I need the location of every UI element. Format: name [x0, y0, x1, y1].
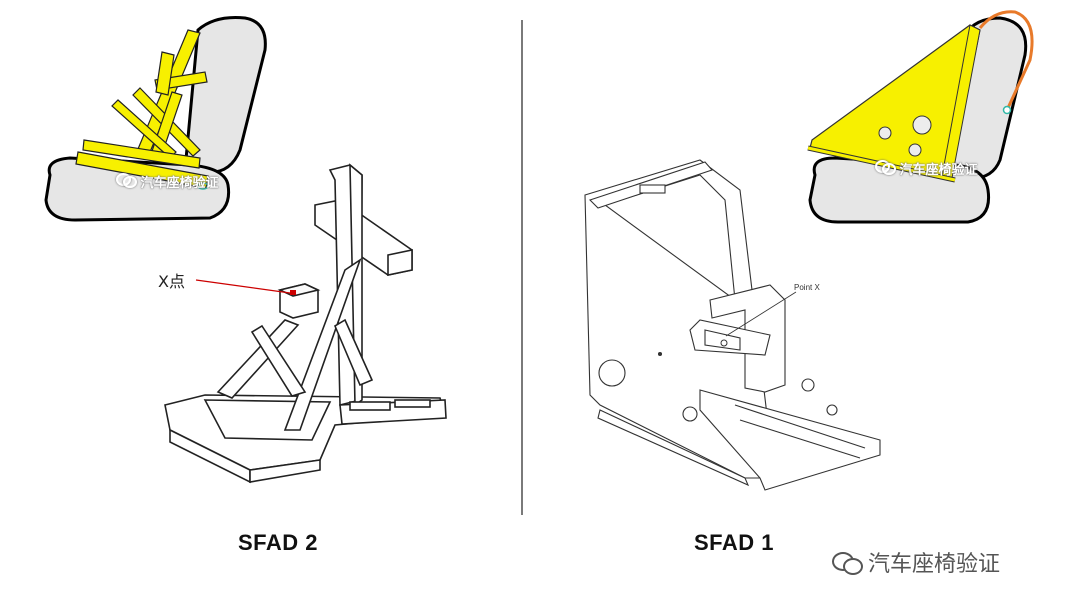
- watermark-text: 汽车座椅验证: [868, 552, 1001, 577]
- caption-sfad2: SFAD 2: [238, 530, 319, 555]
- hole: [801, 378, 815, 392]
- watermark-left: 汽车座椅验证: [116, 171, 219, 191]
- sfad1-fixture: [584, 159, 881, 491]
- caption-sfad1: SFAD 1: [694, 530, 775, 555]
- wechat-icon: [875, 158, 896, 175]
- watermark-right: 汽车座椅验证: [875, 158, 978, 178]
- cyan-marker: [1002, 105, 1012, 115]
- x-point-leader: [195, 279, 291, 294]
- seat-with-triangle-sfad1: [807, 10, 1034, 224]
- watermark-text: 汽车座椅验证: [140, 176, 219, 191]
- cyan-marker: [197, 182, 209, 190]
- triangle-hole: [912, 115, 932, 135]
- x-point-label: X点: [158, 272, 185, 291]
- frame-lattice: [75, 29, 209, 189]
- watermark-text: 汽车座椅验证: [899, 163, 978, 178]
- x-point-marker: [290, 290, 296, 295]
- triangle-hole: [878, 126, 892, 140]
- headrest-contour: [978, 10, 1034, 109]
- triangle-hole: [908, 143, 922, 157]
- hole: [598, 359, 626, 387]
- wechat-icon: [116, 171, 137, 188]
- wechat-icon: [832, 550, 863, 575]
- point-x-label: Point X: [794, 283, 820, 292]
- sfad2-fixture: [164, 163, 447, 484]
- watermark-bottom: 汽车座椅验证: [832, 546, 1000, 578]
- hole: [682, 406, 698, 422]
- hole: [826, 404, 838, 416]
- point-x-leader: [725, 291, 797, 337]
- diagonal-post: [283, 258, 362, 431]
- seat-with-frame-sfad2: [44, 16, 267, 222]
- floor-pan: [699, 389, 881, 491]
